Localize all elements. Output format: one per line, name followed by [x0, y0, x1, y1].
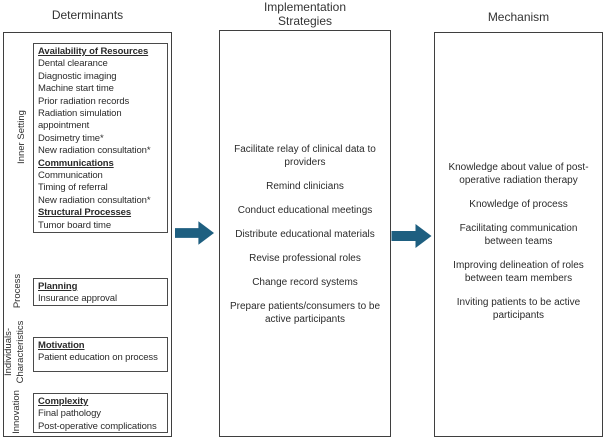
determinant-item: New radiation consultation* [38, 145, 151, 157]
strategy-item: Conduct educational meetings [237, 205, 373, 216]
mechanism-item: Knowledge about value of post-operative … [448, 162, 589, 186]
determinants-box: Inner Setting Process Individuals-Charac… [3, 32, 172, 437]
mechanism-item: Facilitating communication between teams [459, 223, 578, 247]
motivation-group-box: Motivation Patient education on process [33, 337, 168, 372]
section-heading-availability-of-resources: Availability of Resources [38, 46, 149, 57]
rotated-label-innovation: Innovation [11, 390, 22, 434]
determinant-item: Timing of referral [38, 182, 108, 194]
determinant-item: Radiation simulation appointment [38, 108, 122, 132]
strategy-item: Change record systems [252, 277, 358, 288]
strategy-item: Distribute educational materials [235, 229, 375, 240]
strategy-item: Facilitate relay of clinical data to pro… [234, 144, 376, 168]
complexity-group-box: Complexity Final pathology Post-operativ… [33, 393, 168, 433]
column-title-determinants: Determinants [51, 8, 124, 22]
determinant-item: Insurance approval [38, 293, 118, 305]
implementation-strategies-box: Facilitate relay of clinical data to pro… [219, 30, 391, 437]
determinant-item: Patient education on process [38, 352, 158, 364]
rotated-label-process: Process [12, 273, 23, 309]
determinant-item: Post-operative complications [38, 420, 157, 432]
mechanism-item: Inviting patients to be active participa… [456, 297, 581, 321]
strategy-item: Remind clinicians [266, 181, 344, 192]
determinant-item: Diagnostic imaging [38, 70, 117, 82]
determinant-item: Dosimetry time* [38, 132, 104, 144]
column-title-mechanism: Mechanism [487, 10, 550, 24]
determinant-item: New radiation consultation* [38, 194, 151, 206]
determinant-item: Prior radiation records [38, 95, 130, 107]
determinant-item: Dental clearance [38, 58, 108, 70]
determinant-item: Machine start time [38, 83, 114, 95]
section-heading-structural-processes: Structural Processes [38, 207, 132, 219]
mechanism-list: Knowledge about value of post-operative … [435, 161, 602, 322]
section-heading-motivation: Motivation [38, 340, 85, 351]
strategies-list: Facilitate relay of clinical data to pro… [220, 143, 390, 326]
rotated-label-individuals-characteristics: Individuals-Characteristics [3, 320, 26, 384]
determinant-item: Final pathology [38, 408, 101, 420]
mechanism-item: Improving delineation of roles between t… [453, 260, 584, 284]
section-heading-planning: Planning [38, 281, 78, 292]
strategy-item: Prepare patients/consumers to be active … [229, 301, 381, 325]
rotated-label-inner-setting: Inner Setting [16, 110, 27, 164]
section-heading-communications: Communications [38, 157, 114, 169]
planning-group-box: Planning Insurance approval [33, 278, 168, 306]
mechanism-box: Knowledge about value of post-operative … [434, 32, 603, 437]
column-title-implementation-strategies: Implementation Strategies [263, 0, 347, 28]
arrow-strategies-to-mechanism-icon [391, 224, 432, 248]
inner-setting-group-box: Availability of Resources Dental clearan… [33, 43, 168, 233]
determinant-item: Communication [38, 170, 103, 182]
determinant-item: Tumor board time [38, 219, 112, 231]
arrow-determinants-to-strategies-icon [175, 221, 214, 245]
section-heading-complexity: Complexity [38, 396, 89, 407]
mechanism-item: Knowledge of process [469, 199, 568, 210]
strategy-item: Revise professional roles [249, 253, 361, 264]
